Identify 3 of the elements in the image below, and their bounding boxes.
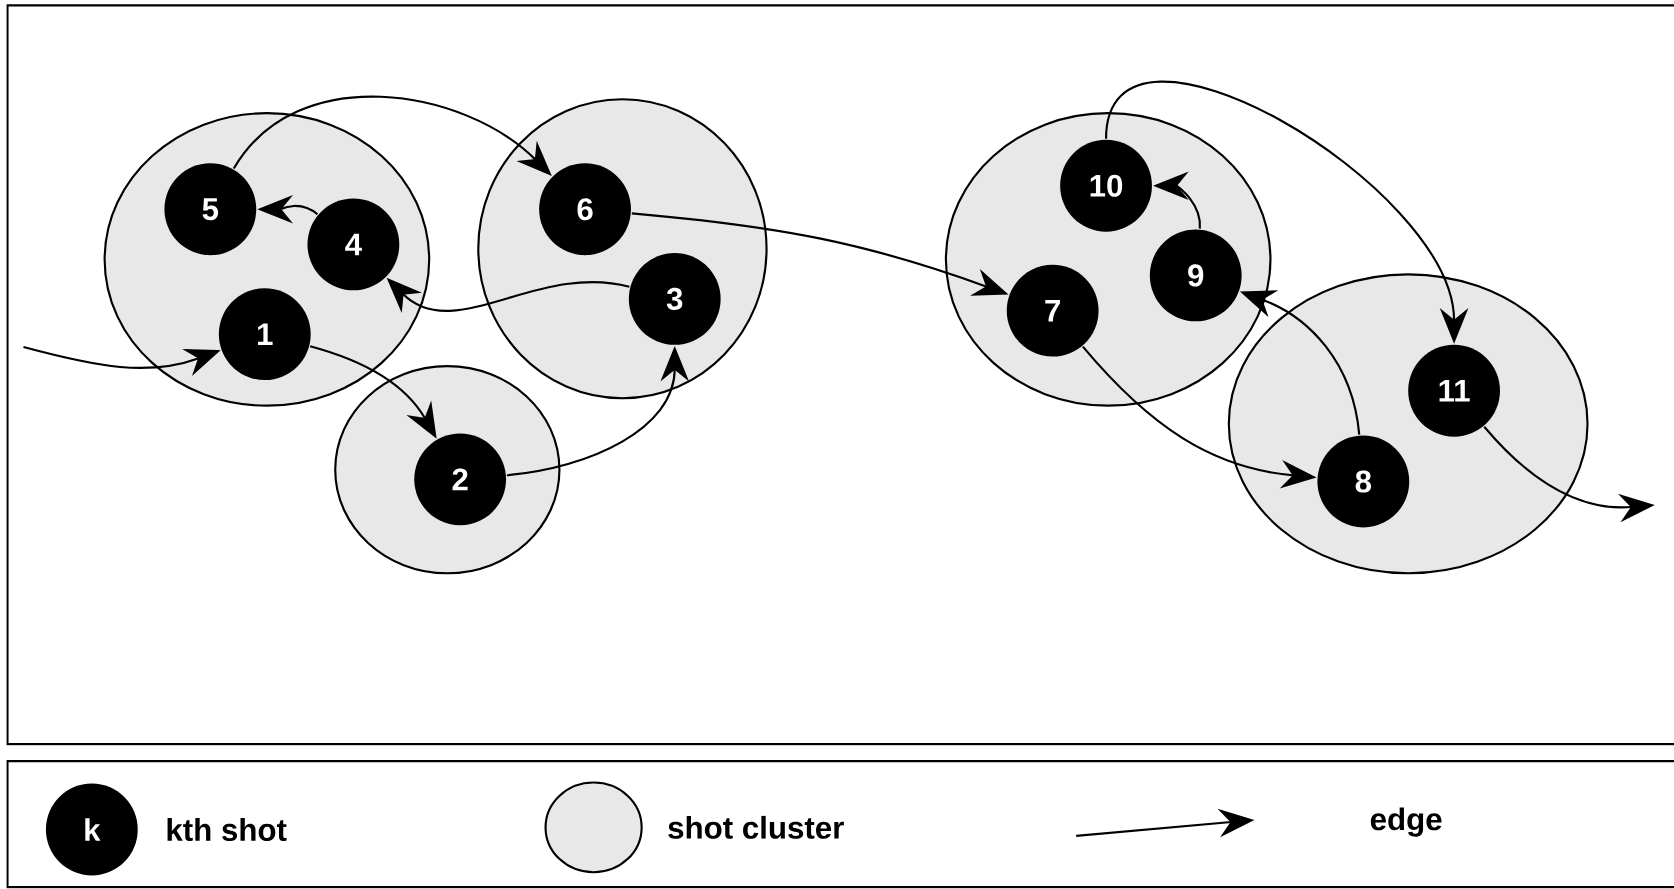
legend-text: shot cluster xyxy=(668,815,844,839)
legend-text: kth shot xyxy=(167,817,287,841)
legend-text: edge xyxy=(1370,807,1442,837)
